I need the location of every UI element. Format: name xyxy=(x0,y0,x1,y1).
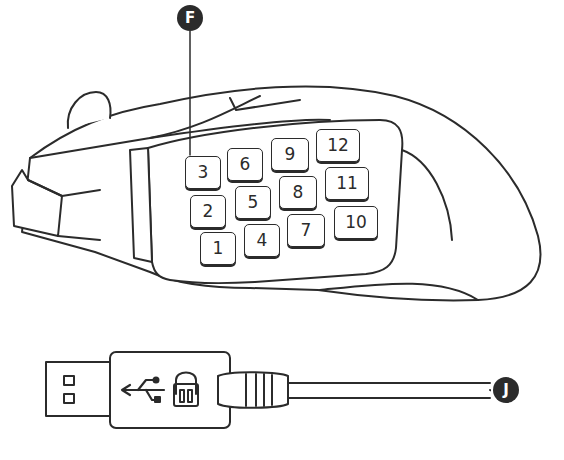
callout-letter: F xyxy=(185,11,195,26)
button-number: 10 xyxy=(345,214,367,231)
button-number: 12 xyxy=(327,137,349,154)
button-number: 2 xyxy=(203,203,214,220)
button-number: 3 xyxy=(198,164,209,181)
button-number: 4 xyxy=(257,232,268,249)
programmable-button: 8 xyxy=(279,176,317,209)
leader-line xyxy=(490,390,491,392)
callout-circle: F xyxy=(177,5,203,31)
programmable-button: 7 xyxy=(287,214,325,247)
button-number: 7 xyxy=(301,222,312,239)
button-number: 8 xyxy=(293,184,304,201)
button-number: 5 xyxy=(248,194,259,211)
leader-line xyxy=(189,31,191,156)
callout-circle: J xyxy=(493,377,519,403)
button-number: 9 xyxy=(285,146,296,163)
button-number: 1 xyxy=(213,240,224,257)
programmable-button: 5 xyxy=(235,186,271,219)
button-number: 11 xyxy=(336,175,358,192)
programmable-button: 1 xyxy=(200,232,236,265)
button-number: 6 xyxy=(240,156,251,173)
programmable-button: 9 xyxy=(271,138,309,171)
programmable-button: 10 xyxy=(334,206,378,239)
programmable-button: 4 xyxy=(244,224,280,257)
programmable-button: 3 xyxy=(185,156,221,189)
programmable-button: 12 xyxy=(316,129,360,162)
programmable-button: 6 xyxy=(227,148,263,181)
programmable-button: 11 xyxy=(325,167,369,200)
callout-letter: J xyxy=(503,383,509,398)
programmable-button: 2 xyxy=(190,195,226,228)
